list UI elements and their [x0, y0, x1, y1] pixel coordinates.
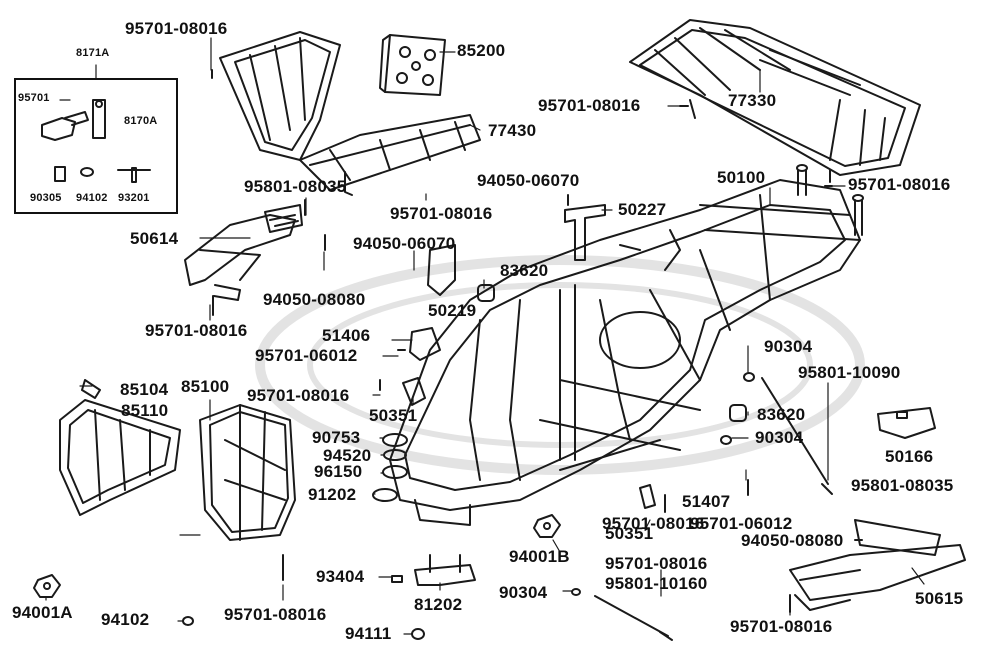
part-label-95701-08016[interactable]: 95701-08016	[247, 386, 350, 405]
part-label-91202[interactable]: 91202	[308, 485, 357, 504]
part-label-94520[interactable]: 94520	[323, 446, 372, 465]
part-label-85100[interactable]: 85100	[181, 377, 230, 396]
part-label-95701-08016[interactable]: 95701-08016	[390, 204, 493, 223]
kit-hitch-drawing	[41, 99, 151, 183]
part-label-95701-08016[interactable]: 95701-08016	[125, 19, 228, 38]
guard-85100-drawing	[199, 404, 296, 541]
kit-part-label-8170a[interactable]: 8170A	[124, 115, 158, 127]
part-label-95801-10090[interactable]: 95801-10090	[798, 363, 901, 382]
part-label-50615[interactable]: 50615	[915, 589, 964, 608]
part-label-95701-08016[interactable]: 95701-08016	[605, 554, 708, 573]
part-label-50351[interactable]: 50351	[369, 406, 418, 425]
long-bolt-95801-10160-drawing	[594, 595, 673, 641]
bracket-50166-drawing	[877, 407, 936, 439]
part-label-95801-08035[interactable]: 95801-08035	[851, 476, 954, 495]
kit-part-label-93201[interactable]: 93201	[118, 192, 150, 204]
part-label-96150[interactable]: 96150	[314, 462, 363, 481]
plate-85200-drawing	[379, 34, 446, 96]
kit-title-label[interactable]: 8171A	[76, 47, 110, 59]
front-guard-85110-drawing	[59, 379, 181, 516]
part-label-94050-08080[interactable]: 94050-08080	[741, 531, 844, 550]
part-label-95701-08016[interactable]: 95701-08016	[602, 514, 705, 533]
part-label-85104[interactable]: 85104	[120, 380, 169, 399]
kit-inset-box	[14, 78, 178, 214]
part-label-85200[interactable]: 85200	[457, 41, 506, 60]
part-label-90304[interactable]: 90304	[499, 583, 548, 602]
part-label-50219[interactable]: 50219	[428, 301, 477, 320]
part-label-94050-08080[interactable]: 94050-08080	[263, 290, 366, 309]
footrest-50614-drawing	[184, 204, 303, 301]
part-label-90304[interactable]: 90304	[764, 337, 813, 356]
part-label-95701-08016[interactable]: 95701-08016	[730, 617, 833, 636]
washer-90304-drawing	[571, 372, 755, 596]
part-label-77430[interactable]: 77430	[488, 121, 537, 140]
part-label-93404[interactable]: 93404	[316, 567, 365, 586]
part-label-95701-06012[interactable]: 95701-06012	[255, 346, 358, 365]
part-label-95801-08035[interactable]: 95801-08035	[244, 177, 347, 196]
bracket-50351-drawing	[402, 377, 656, 509]
part-label-50614[interactable]: 50614	[130, 229, 179, 248]
nut-94001A-drawing	[33, 574, 61, 598]
part-label-50227[interactable]: 50227	[618, 200, 667, 219]
cover-51406-drawing	[409, 327, 441, 361]
part-label-83620[interactable]: 83620	[757, 405, 806, 424]
part-label-95701-06012[interactable]: 95701-06012	[690, 514, 793, 533]
pin-93404-drawing	[391, 575, 403, 583]
part-label-95801-10160[interactable]: 95801-10160	[605, 574, 708, 593]
rear-rack-77330-drawing	[629, 19, 921, 183]
bracket-50227-drawing	[564, 204, 606, 261]
long-bolt-95801-10090-drawing	[761, 377, 833, 495]
small-bolts-drawing	[211, 69, 863, 613]
part-label-94050-06070[interactable]: 94050-06070	[353, 234, 456, 253]
part-label-83620[interactable]: 83620	[500, 261, 549, 280]
part-label-81202[interactable]: 81202	[414, 595, 463, 614]
part-label-77330[interactable]: 77330	[728, 91, 777, 110]
kit-part-label-94102[interactable]: 94102	[76, 192, 108, 204]
leader-lines	[45, 37, 925, 635]
part-label-51407[interactable]: 51407	[682, 492, 731, 511]
front-rack-77430-drawing	[219, 31, 481, 196]
part-label-50166[interactable]: 50166	[885, 447, 934, 466]
part-label-51406[interactable]: 51406	[322, 326, 371, 345]
main-frame-50100-drawing	[389, 164, 864, 526]
bushing-83620-drawing	[477, 284, 747, 422]
footrest-50615-drawing	[789, 519, 966, 611]
part-label-90753[interactable]: 90753	[312, 428, 361, 447]
part-label-95701-08016[interactable]: 95701-08016	[224, 605, 327, 624]
part-label-94050-06070[interactable]: 94050-06070	[477, 171, 580, 190]
kit-part-label-90305[interactable]: 90305	[30, 192, 62, 204]
part-label-50100[interactable]: 50100	[717, 168, 766, 187]
part-label-50351[interactable]: 50351	[605, 524, 654, 543]
bracket-50219-drawing	[427, 244, 456, 296]
part-label-90304[interactable]: 90304	[755, 428, 804, 447]
washer-94111-drawing	[411, 628, 425, 640]
washer-stack-drawing	[372, 433, 408, 502]
part-label-95701-08016[interactable]: 95701-08016	[145, 321, 248, 340]
part-label-94001b[interactable]: 94001B	[509, 547, 570, 566]
kit-part-label-95701[interactable]: 95701	[18, 92, 50, 104]
part-label-94001a[interactable]: 94001A	[12, 603, 73, 622]
washer-94102-drawing	[182, 616, 194, 626]
part-label-95701-08016[interactable]: 95701-08016	[848, 175, 951, 194]
part-label-94111[interactable]: 94111	[345, 624, 392, 643]
part-label-95701-08016[interactable]: 95701-08016	[538, 96, 641, 115]
part-label-94102[interactable]: 94102	[101, 610, 150, 629]
part-label-85110[interactable]: 85110	[121, 401, 169, 420]
bracket-81202-drawing	[414, 554, 476, 586]
nut-94001B-drawing	[533, 514, 561, 538]
